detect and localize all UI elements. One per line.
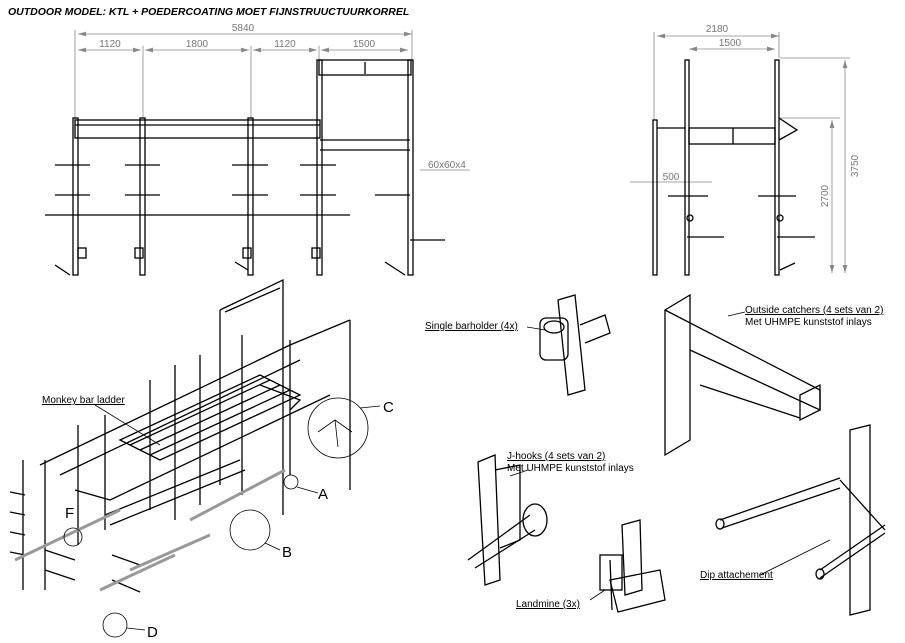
- dim-seg2: 1800: [186, 39, 209, 50]
- dim-inner: 1500: [719, 38, 742, 49]
- detail-jhooks: J-hooks (4 sets van 2) Met UHMPE kunstst…: [467, 451, 634, 586]
- dim-seg1: 1120: [99, 39, 121, 50]
- dim-width: 2180: [706, 24, 729, 35]
- barholder-label: Single barholder (4x): [425, 321, 518, 332]
- drawing-title: OUTDOOR MODEL: KTL + POEDERCOATING MOET …: [8, 6, 409, 18]
- catchers-label-1: Outside catchers (4 sets van 2): [745, 305, 883, 316]
- detail-barholder: Single barholder (4x): [425, 294, 611, 396]
- monkey-bar-label: Monkey bar ladder: [42, 395, 125, 406]
- detail-a-circle: [283, 474, 299, 490]
- jhooks-label-1: J-hooks (4 sets van 2): [507, 451, 605, 462]
- dim-height-total: 3750: [850, 154, 861, 177]
- landmine-label: Landmine (3x): [516, 599, 580, 610]
- dip-label: Dip attachement: [700, 570, 773, 581]
- side-view: 2180 1500 500 3750 2700: [630, 24, 861, 276]
- dim-total: 5840: [232, 23, 255, 34]
- callout-f: F: [65, 505, 74, 522]
- front-view: 5840 1120 1800 1120 1500 60x60x4: [45, 23, 470, 276]
- dim-height-rail: 2700: [820, 184, 831, 207]
- dim-seg3: 1120: [274, 39, 296, 50]
- callout-b: B: [282, 544, 292, 561]
- detail-landmine: Landmine (3x): [516, 519, 666, 613]
- dim-seg4: 1500: [353, 39, 376, 50]
- detail-dip: Dip attachement: [700, 424, 886, 616]
- jhooks-label-2: Met UHMPE kunststof inlays: [507, 463, 634, 474]
- detail-b-circle: [229, 509, 271, 551]
- callout-c: C: [383, 399, 394, 416]
- dim-profile: 60x60x4: [428, 160, 466, 171]
- detail-c-circle: [307, 397, 369, 459]
- iso-view: Monkey bar ladder C A B D F: [9, 278, 394, 641]
- detail-d-circle: [102, 612, 128, 638]
- catchers-label-2: Met UHMPE kunststof inlays: [745, 317, 872, 328]
- detail-f-circle: [63, 527, 83, 547]
- callout-a: A: [318, 486, 328, 503]
- dim-offset: 500: [663, 172, 680, 183]
- detail-catchers: Outside catchers (4 sets van 2) Met UHMP…: [664, 293, 883, 457]
- callout-d: D: [147, 624, 158, 641]
